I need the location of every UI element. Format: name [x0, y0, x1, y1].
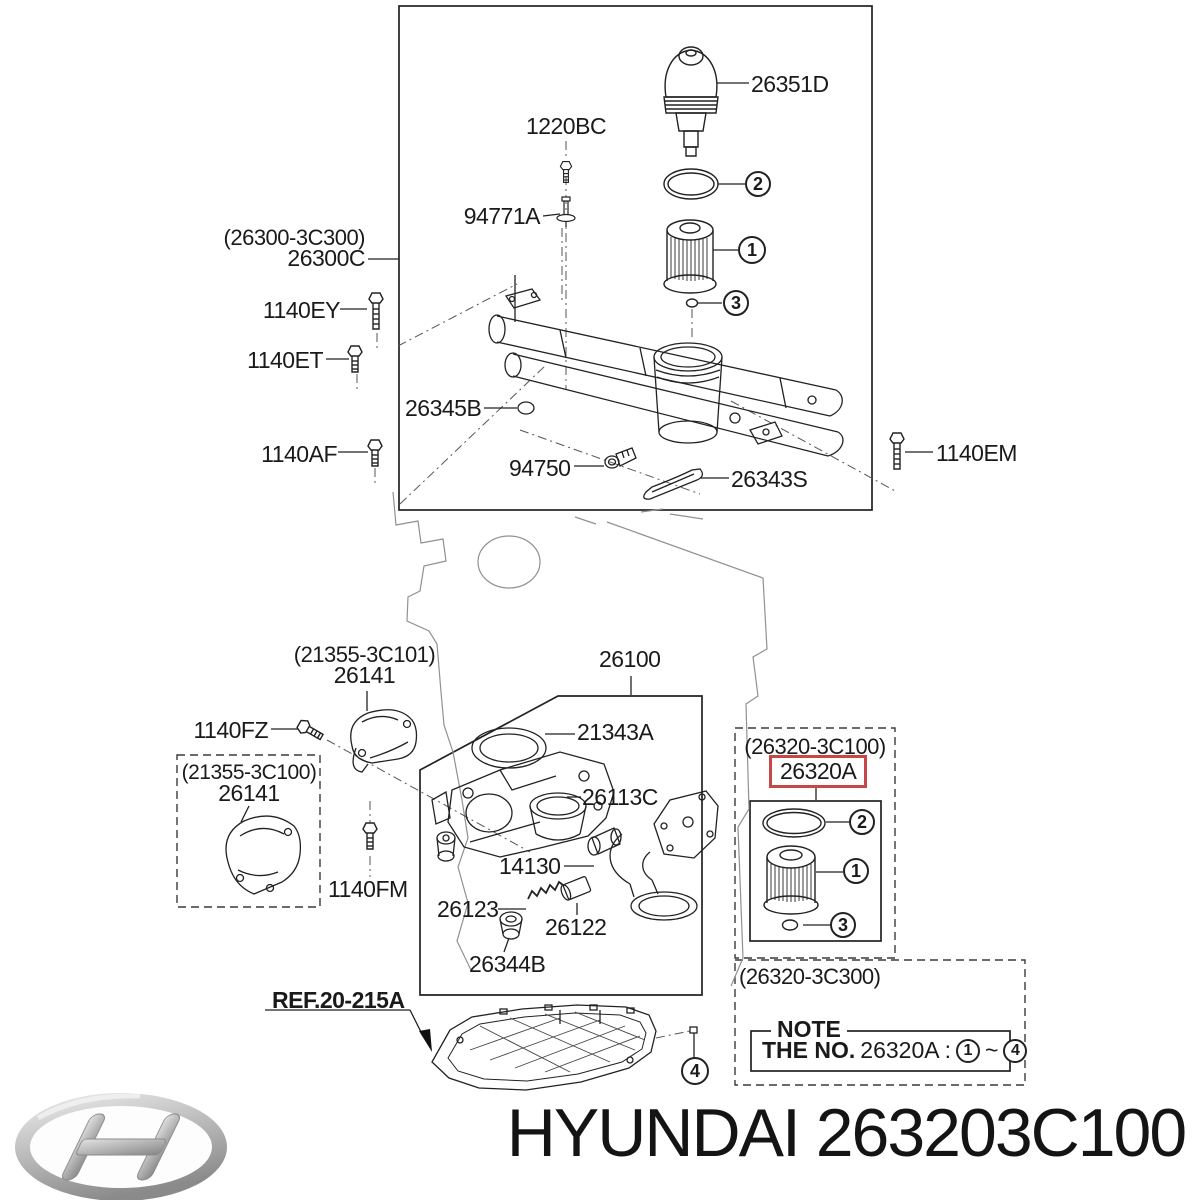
filter-kit-inner-box	[749, 800, 882, 942]
part-label-26100: 26100	[599, 646, 661, 672]
kit-callout-3: 3	[830, 912, 856, 938]
group-26300-label: (26300-3C300) 26300C	[178, 225, 366, 271]
part-label-26122: 26122	[545, 914, 607, 940]
note-line-part: 26320A	[860, 1037, 940, 1063]
note-callout-from: 1	[955, 1038, 980, 1063]
callout-2: 2	[745, 171, 771, 197]
highlighted-part-26320a: 26320A	[769, 755, 868, 788]
part-label-1140em: 1140EM	[936, 440, 1017, 466]
part-label-1140af: 1140AF	[261, 441, 337, 467]
part-label-94771a: 94771A	[463, 203, 541, 229]
strainer-14130-drawing	[587, 790, 719, 921]
oil-cooler-assembly-drawing	[488, 275, 844, 500]
bolt-1140em-icon	[889, 432, 905, 470]
note-line-bold: THE NO.	[762, 1037, 856, 1063]
oil-pump-drawing	[431, 727, 719, 940]
bolt-1140fz-icon	[294, 717, 326, 744]
cover-bottom-drawing	[225, 815, 302, 895]
filter-kit-dashed-box	[734, 727, 896, 959]
cover-top-label: (21355-3C101) 26141	[282, 642, 447, 688]
cap-21343a-drawing	[471, 727, 547, 769]
part-label-1140fm: 1140FM	[328, 876, 408, 902]
seal-26345b-drawing	[517, 401, 535, 415]
part-label-1140et: 1140ET	[247, 347, 323, 373]
hyundai-logo	[15, 1093, 227, 1200]
plug-26344b-drawing	[499, 911, 523, 940]
part-label-26113c: 26113C	[582, 784, 658, 810]
ref-arrowhead	[419, 1029, 432, 1052]
stud-94771a-icon	[556, 196, 576, 227]
filter-element-drawing	[663, 219, 717, 294]
part-label-26343s: 26343S	[731, 466, 808, 492]
note-title: NOTE	[771, 1016, 847, 1043]
bolt-1140af-icon	[367, 439, 383, 467]
note-dashed-box	[734, 959, 1026, 1086]
top-assembly-box	[398, 5, 873, 511]
cover-top-code-label: (21355-3C101)	[293, 642, 436, 667]
part-label-1140ey: 1140EY	[262, 297, 341, 323]
bolt-1140et-icon	[347, 345, 363, 373]
cover-bottom-label: (21355-3C100) 26141	[179, 761, 319, 806]
part-label-1140fz: 1140FZ	[193, 717, 268, 743]
cover-top-drawing	[350, 709, 418, 773]
part-label-26351d: 26351D	[751, 71, 829, 97]
engine-outline-sketch	[392, 491, 768, 987]
projection-lines	[326, 141, 898, 1039]
kit-filter-element-drawing	[763, 845, 819, 915]
cover-bottom-part-label: 26141	[218, 780, 280, 806]
kit-code-label: (26320-3C100)	[744, 734, 886, 759]
oil-pump-box	[419, 695, 703, 996]
oil-filter-cap-drawing	[663, 46, 719, 157]
note-callout-to: 4	[1003, 1038, 1028, 1063]
oil-pressure-switch-drawing	[604, 447, 637, 469]
bolt-icons	[294, 161, 905, 850]
gasket-26343s-drawing	[643, 468, 704, 500]
part-label-1220bc: 1220BC	[525, 113, 607, 139]
cover-top-part-label: 26141	[333, 662, 396, 688]
ref-label: REF.20-215A	[272, 987, 405, 1013]
oil-pan-drawing	[431, 1004, 657, 1091]
part-label-14130: 14130	[499, 853, 561, 879]
part-label-26344b: 26344B	[469, 951, 546, 977]
leader-lines	[240, 82, 933, 1058]
group-code-label: (26300-3C300)	[223, 225, 366, 250]
sleeve-26113c-drawing	[529, 792, 587, 841]
part-label-21343a: 21343A	[577, 719, 654, 745]
callout-1: 1	[738, 236, 766, 264]
group-part-label: 26300C	[287, 245, 365, 271]
bolt-1140fm-icon	[362, 822, 378, 850]
part-label-26123: 26123	[437, 896, 499, 922]
kit-callout-1: 1	[843, 858, 869, 884]
bolt-1140ey-icon	[368, 292, 384, 330]
filter-kit-drawings	[762, 808, 826, 931]
note-group-code-label: (26320-3C300)	[739, 964, 881, 989]
pan-callout-4: 4	[681, 1057, 709, 1085]
part-label-26345b: 26345B	[405, 395, 482, 421]
note-line-tilde: ~	[984, 1037, 999, 1063]
note-line: THE NO. 26320A : 1 ~ 4	[762, 1037, 1028, 1064]
kit-o-ring-drawing	[762, 808, 826, 838]
callout-3: 3	[723, 290, 749, 316]
kit-callout-2: 2	[849, 809, 875, 835]
cover-kit-dashed-box	[176, 754, 321, 908]
dashed-boxes	[176, 727, 1026, 1086]
spring-26123-drawing	[527, 880, 564, 900]
kit-small-ring-drawing	[781, 919, 799, 931]
part-label-94750: 94750	[509, 455, 571, 481]
valve-26122-drawing	[560, 876, 592, 901]
o-ring-drawing	[663, 168, 719, 200]
footer-part-title: HYUNDAI 263203C100	[506, 1095, 1187, 1171]
small-seal-ring-drawing	[685, 298, 699, 308]
note-line-colon: :	[944, 1037, 951, 1063]
cover-bottom-code-label: (21355-3C100)	[181, 761, 317, 784]
